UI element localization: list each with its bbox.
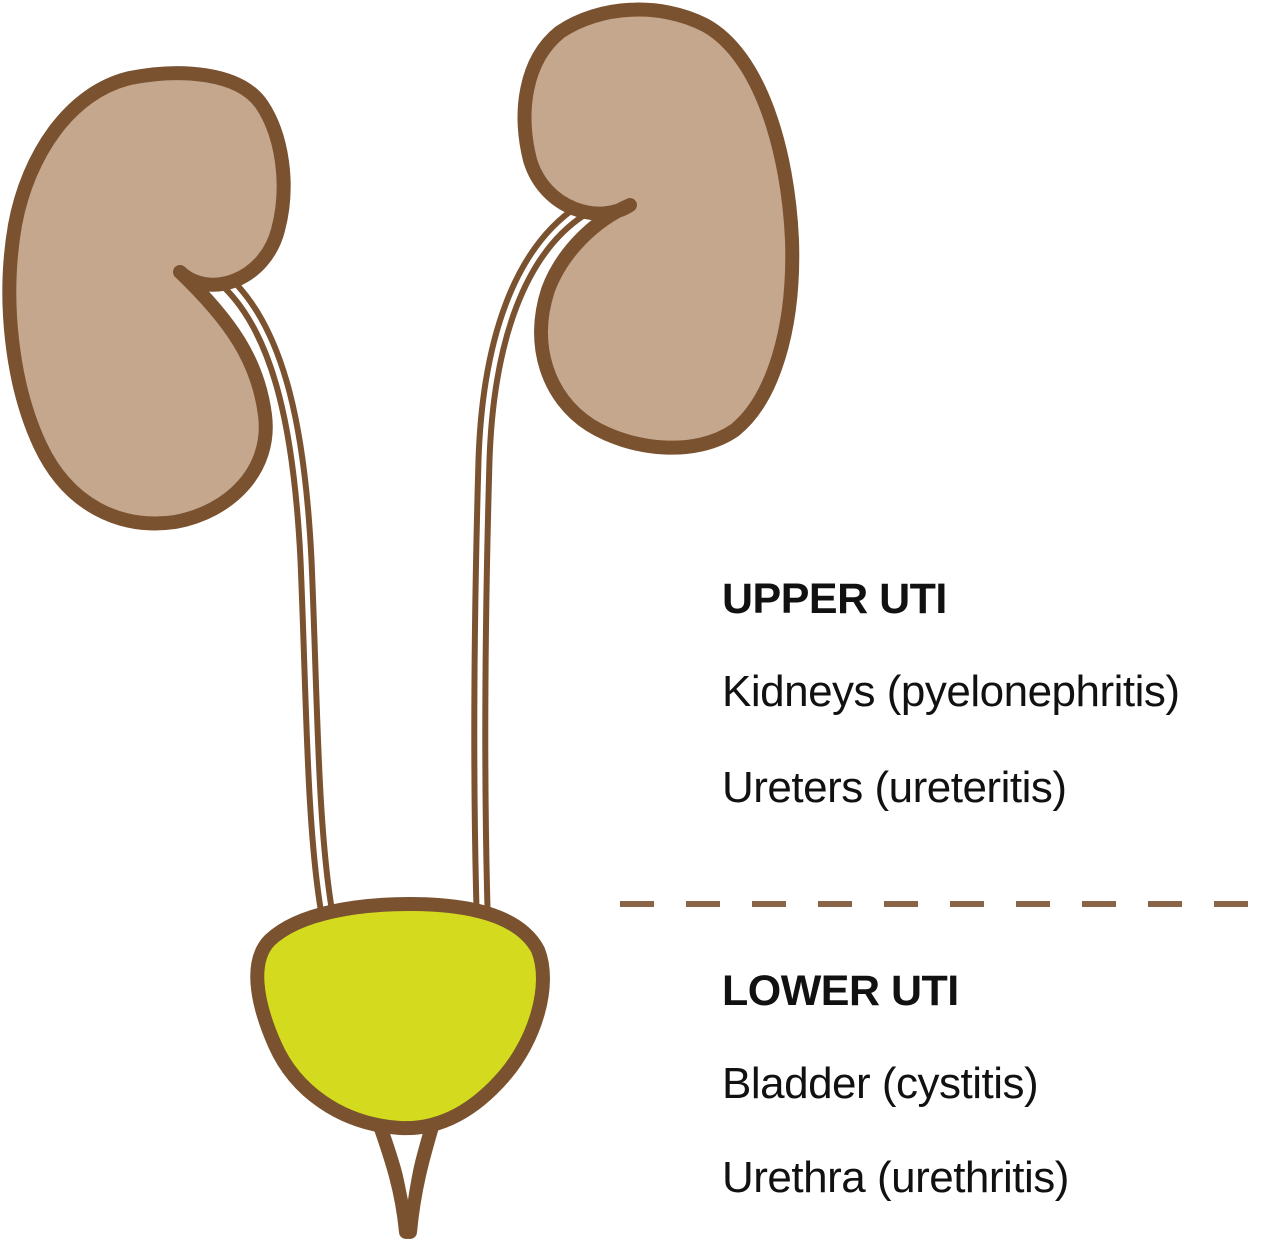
- urethra: [371, 1113, 441, 1239]
- right-ureter: [471, 201, 591, 917]
- bladder: [250, 897, 550, 1136]
- upper-uti-item-ureters: Ureters (ureteritis): [722, 763, 1067, 812]
- left-ureter: [213, 269, 335, 917]
- upper-uti-heading: UPPER UTI: [722, 575, 947, 623]
- upper-uti-item-kidneys: Kidneys (pyelonephritis): [722, 667, 1180, 716]
- left-kidney: [2, 66, 291, 531]
- lower-uti-heading: LOWER UTI: [722, 967, 959, 1015]
- right-kidney: [517, 2, 800, 455]
- lower-uti-item-urethra: Urethra (urethritis): [722, 1153, 1069, 1202]
- lower-uti-item-bladder: Bladder (cystitis): [722, 1059, 1039, 1108]
